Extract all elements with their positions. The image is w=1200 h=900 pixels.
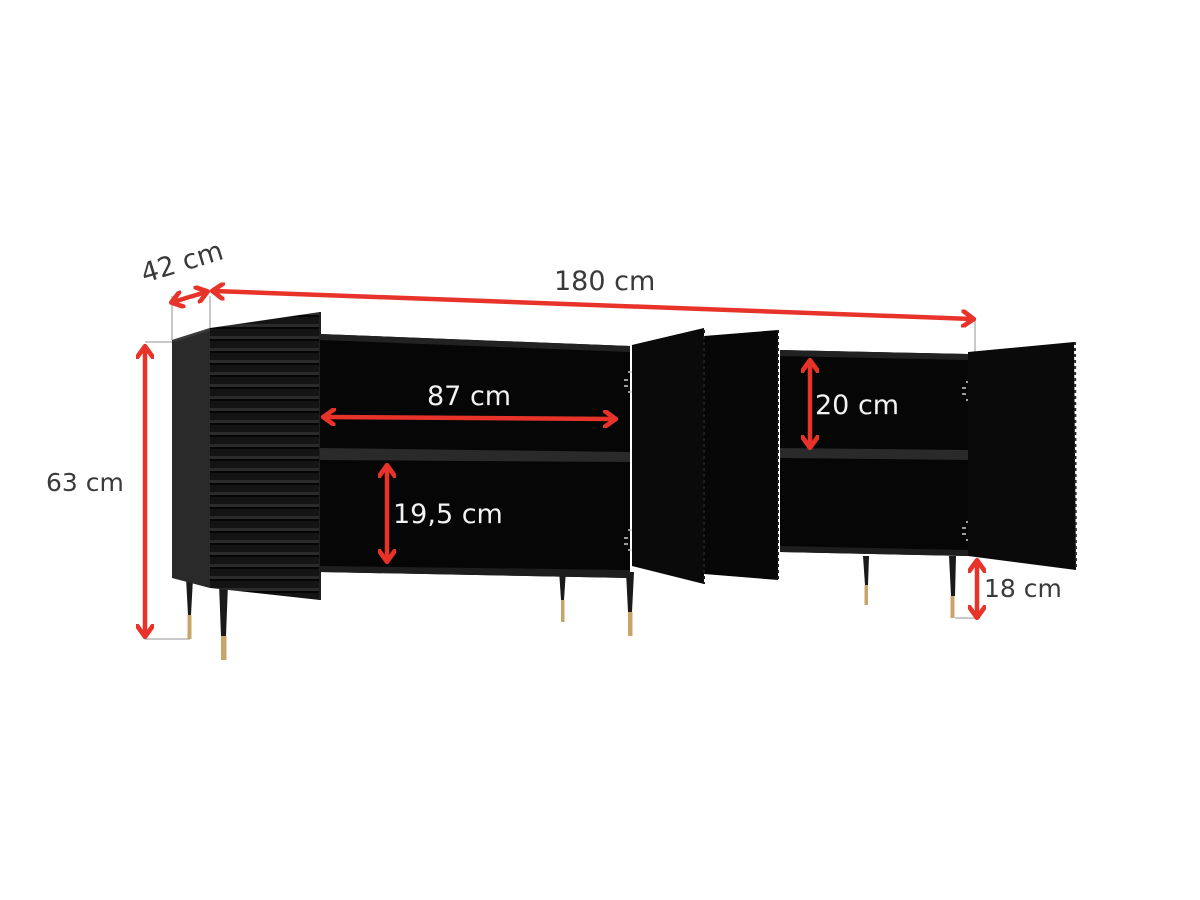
lower-shelf-height-label: 19,5 cm <box>393 499 503 530</box>
right-compartment <box>780 350 975 556</box>
left-slatted-door <box>210 312 320 600</box>
middle-closed-door <box>704 330 778 580</box>
height-label: 63 cm <box>46 468 124 497</box>
left-cabinet <box>172 312 321 600</box>
depth-arrow <box>173 292 206 302</box>
side-panel <box>172 328 210 588</box>
leg-back-left <box>219 584 228 660</box>
dimension-arrows <box>145 291 977 635</box>
compartment-width-label: 87 cm <box>427 381 512 412</box>
middle-open-door <box>632 328 704 584</box>
width-arrow <box>214 291 972 319</box>
left-middle-shelf <box>320 448 630 462</box>
leg-front-left <box>186 578 193 639</box>
upper-shelf-height-label: 20 cm <box>815 390 900 421</box>
leg-center-front <box>626 572 634 636</box>
left-compartment <box>320 334 637 578</box>
width-label: 180 cm <box>554 266 656 297</box>
leg-right-back <box>863 556 869 605</box>
right-open-door <box>968 341 1077 571</box>
leg-height-label: 18 cm <box>984 574 1062 603</box>
compartment-width-arrow <box>325 417 614 419</box>
middle-doors <box>632 328 779 584</box>
legs <box>186 556 956 660</box>
leg-right-front <box>949 556 956 618</box>
right-middle-shelf <box>780 448 968 460</box>
leg-center-back <box>559 570 566 622</box>
